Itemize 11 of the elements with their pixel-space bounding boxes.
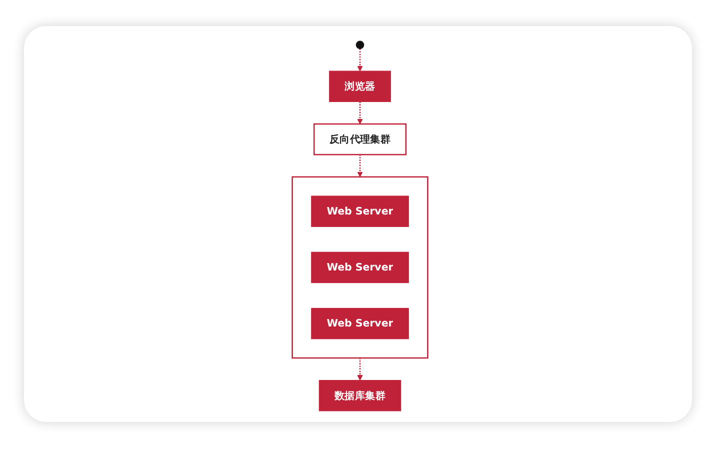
- process-box: 浏览器: [329, 70, 391, 102]
- arrow: [357, 48, 363, 72]
- arrow: [357, 102, 363, 124]
- process-box: Web Server: [311, 308, 409, 340]
- process-box: Web Server: [311, 196, 409, 227]
- process-box: 数据库集群: [318, 380, 402, 412]
- arrow: [357, 358, 363, 381]
- process-box: Web Server: [311, 252, 409, 284]
- arrow: [357, 154, 363, 178]
- person-icon: [356, 40, 364, 50]
- process-box: 反向代理集群: [313, 123, 407, 156]
